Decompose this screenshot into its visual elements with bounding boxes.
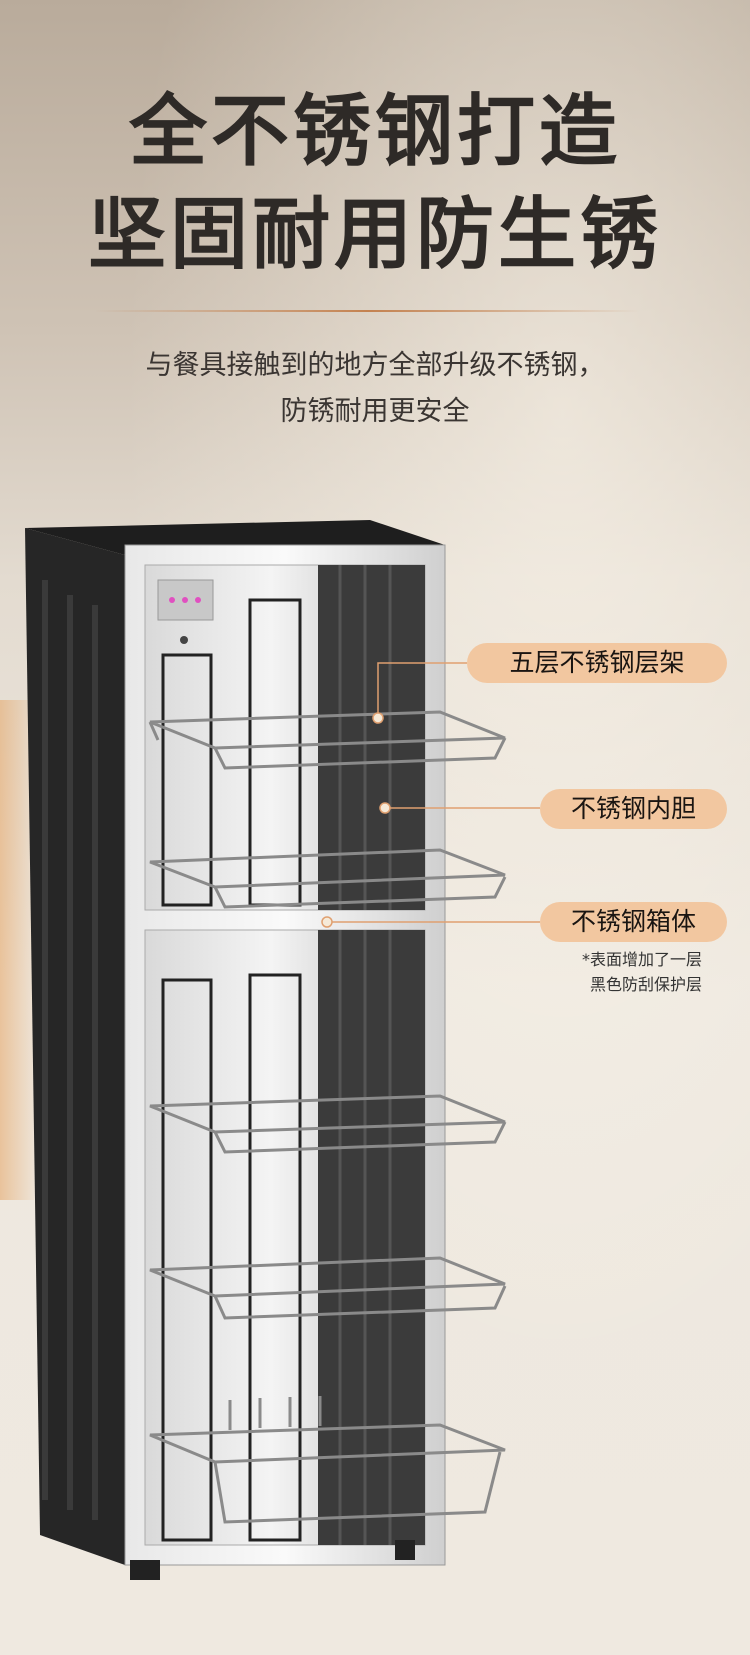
headline-line-2: 坚固耐用防生锈 <box>87 190 662 280</box>
note-line-2: 黑色防刮保护层 <box>589 975 702 994</box>
headline-line-1: 全不锈钢打造 <box>128 87 621 177</box>
callout-inner-liner: 不锈钢内胆 <box>540 789 727 829</box>
note-line-1: *表面增加了一层 <box>581 950 702 969</box>
rack-5 <box>149 1396 506 1524</box>
rack-3 <box>149 1094 507 1154</box>
rack-1 <box>148 710 507 770</box>
disinfection-cabinet-image <box>25 520 540 1580</box>
subtitle-line-1: 与餐具接触到的地方全部升级不锈钢， <box>145 350 605 381</box>
callout-cabinet-body: 不锈钢箱体 <box>540 902 727 942</box>
subtitle-line-2: 防锈耐用更安全 <box>280 396 470 427</box>
rack-2 <box>149 848 507 909</box>
divider <box>95 310 640 312</box>
rack-4 <box>149 1256 507 1320</box>
callout-shelves: 五层不锈钢层架 <box>467 643 727 683</box>
